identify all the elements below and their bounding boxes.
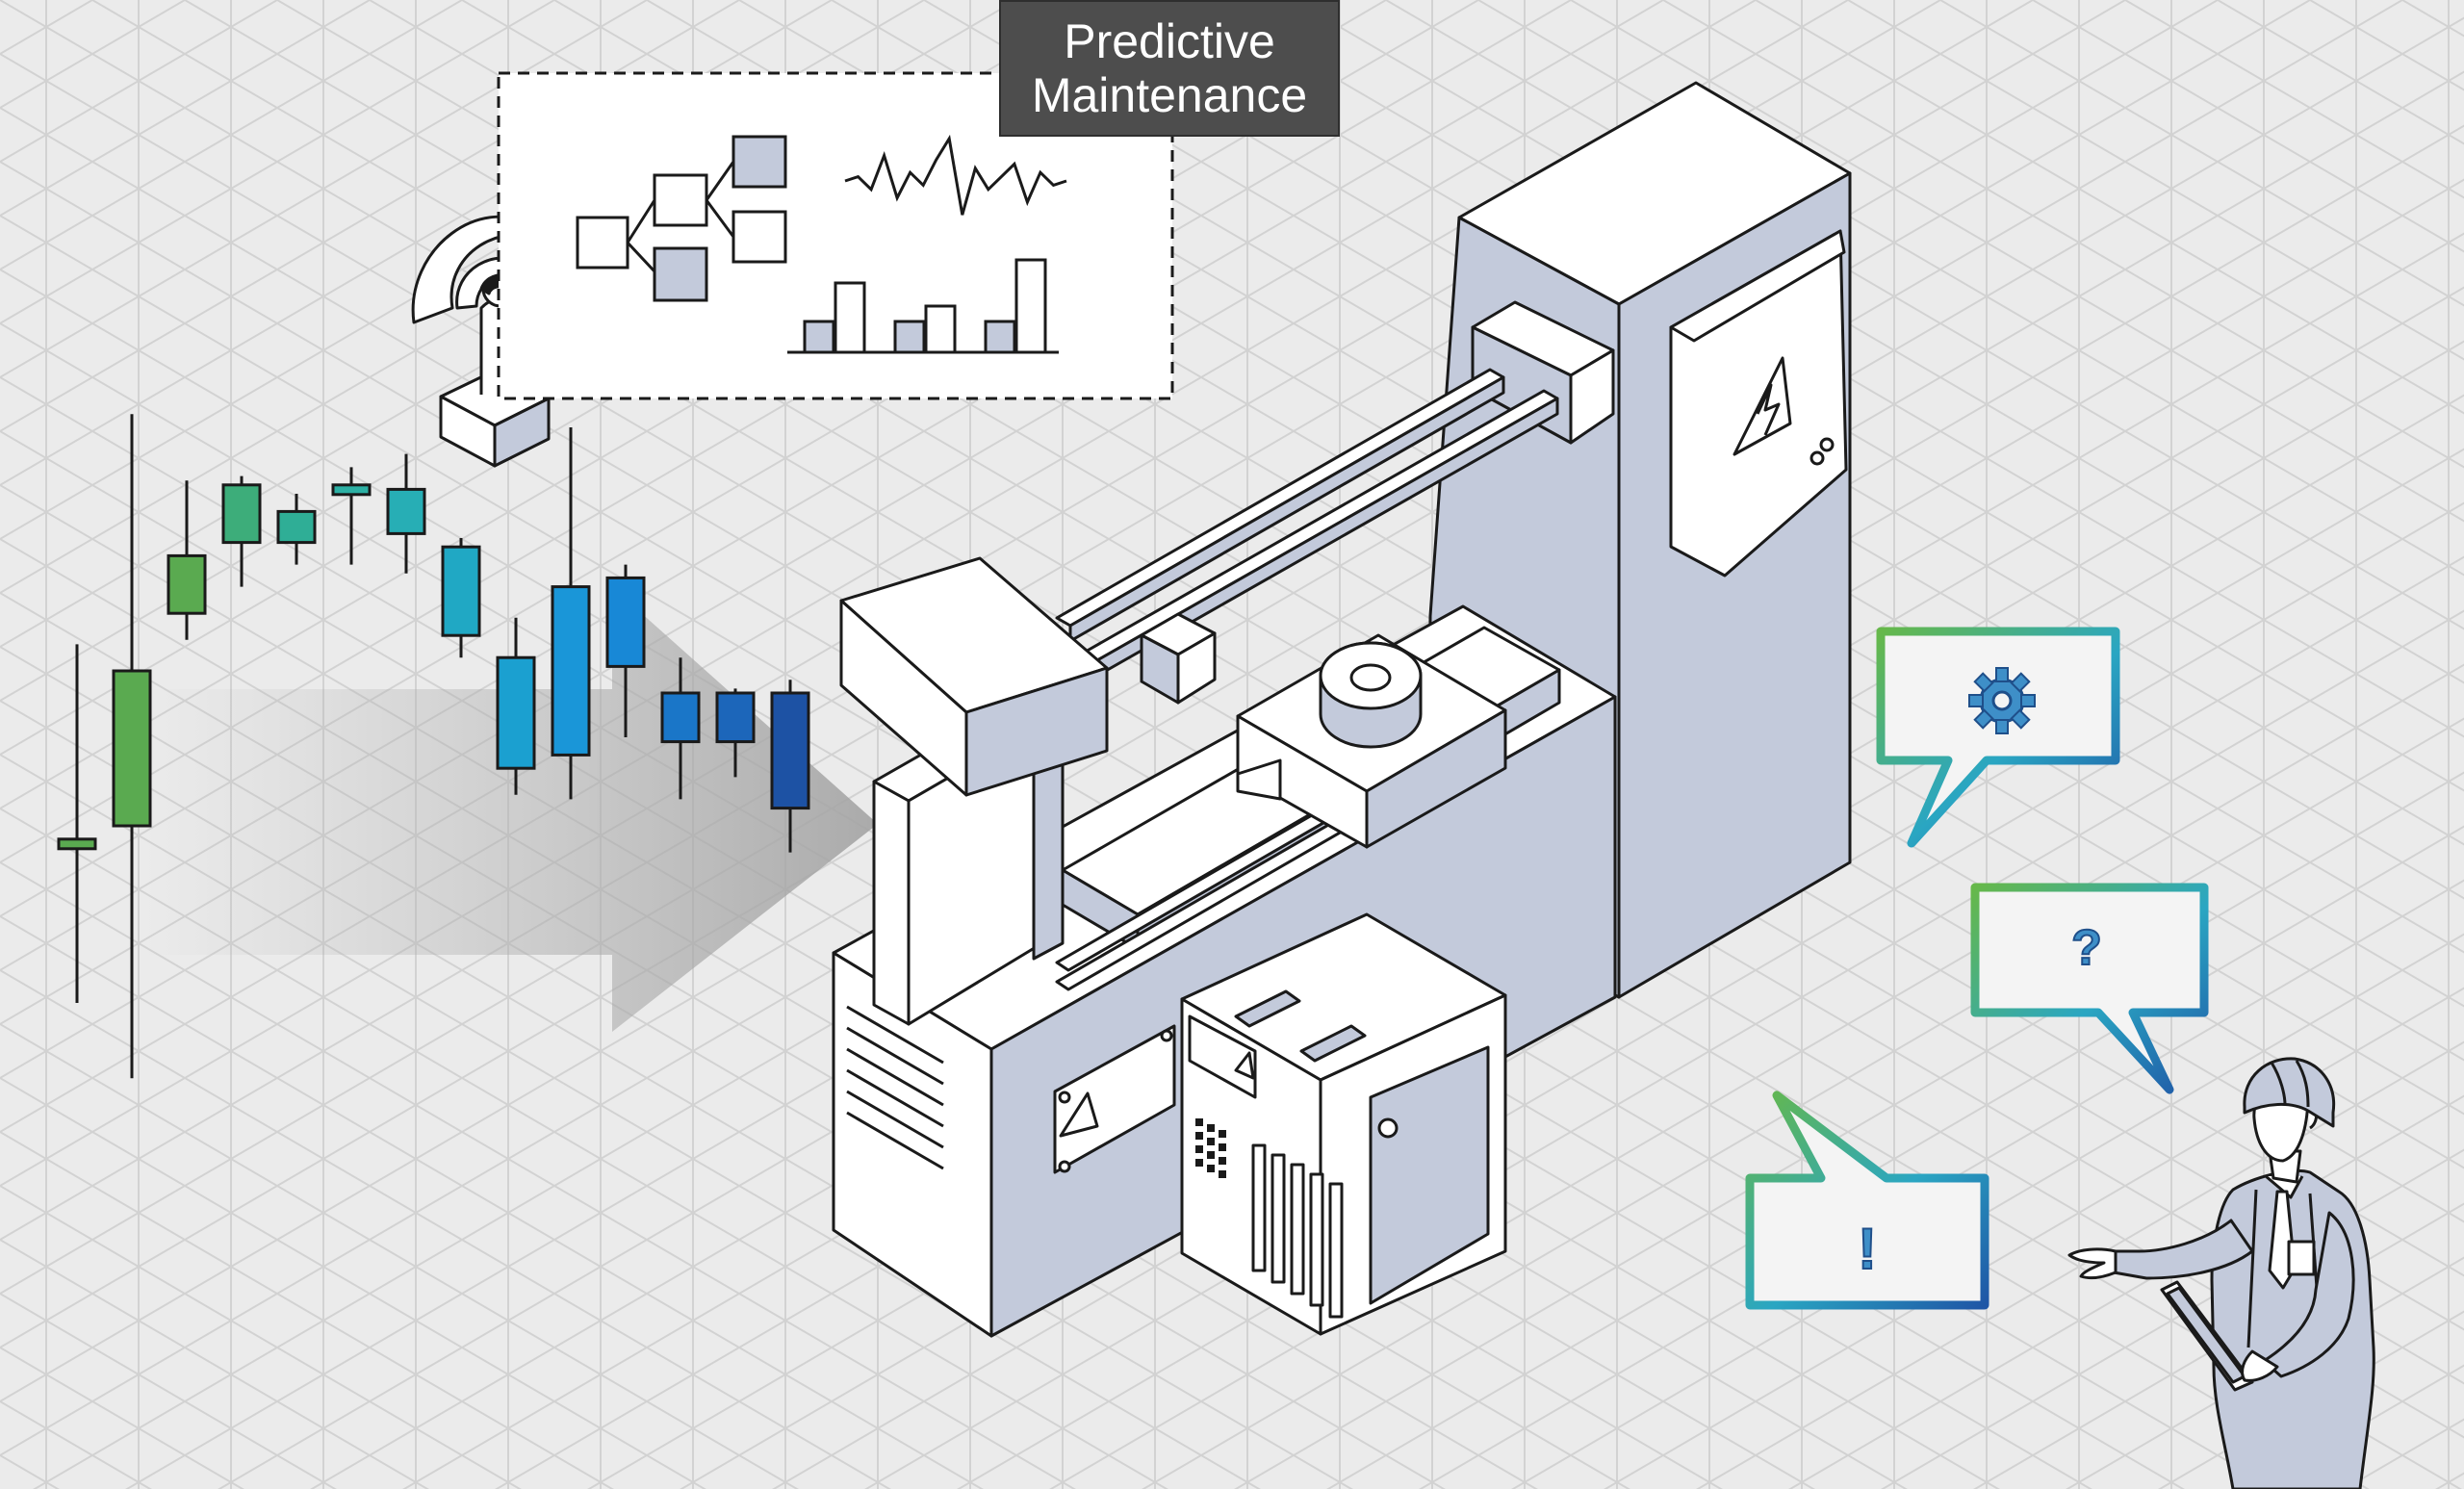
mini-bar (803, 320, 835, 354)
gear-icon (1968, 667, 2036, 734)
candle-body (221, 483, 262, 545)
title-line-1: Predictive (1064, 14, 1275, 68)
candle-body (167, 553, 207, 615)
candle-body (770, 691, 810, 810)
candle-body (496, 655, 536, 770)
signal-waveform (844, 134, 1067, 216)
candle-body (441, 545, 481, 637)
candle-body (386, 487, 426, 535)
candlestick-chart (57, 414, 810, 1079)
title-label: Predictive Maintenance (999, 0, 1340, 137)
question-mark-text: ? (2071, 920, 2102, 976)
tree-diagram (576, 135, 787, 302)
candle-body (715, 691, 756, 744)
speech-bubble-exclamation: ! (1745, 1091, 1989, 1310)
speech-bubble-question: ? (1970, 883, 2209, 1094)
industrial-machine (832, 81, 1852, 1338)
candle-body (605, 576, 646, 668)
exclamation-mark-text: ! (1858, 1217, 1877, 1281)
speech-bubble-gear (1876, 627, 2120, 848)
mini-bar (893, 320, 926, 354)
candle-body (660, 691, 701, 744)
mini-bar (984, 320, 1016, 354)
mini-bar (834, 281, 866, 354)
title-line-2: Maintenance (1031, 68, 1308, 122)
candle-body (331, 483, 372, 497)
candle-body (276, 509, 317, 545)
mini-bar (1014, 258, 1047, 354)
engineer-figure (2067, 1057, 2375, 1489)
candle-body (57, 837, 97, 851)
candle-body (551, 585, 591, 757)
mini-bar (924, 304, 957, 354)
candle-body (112, 669, 152, 828)
